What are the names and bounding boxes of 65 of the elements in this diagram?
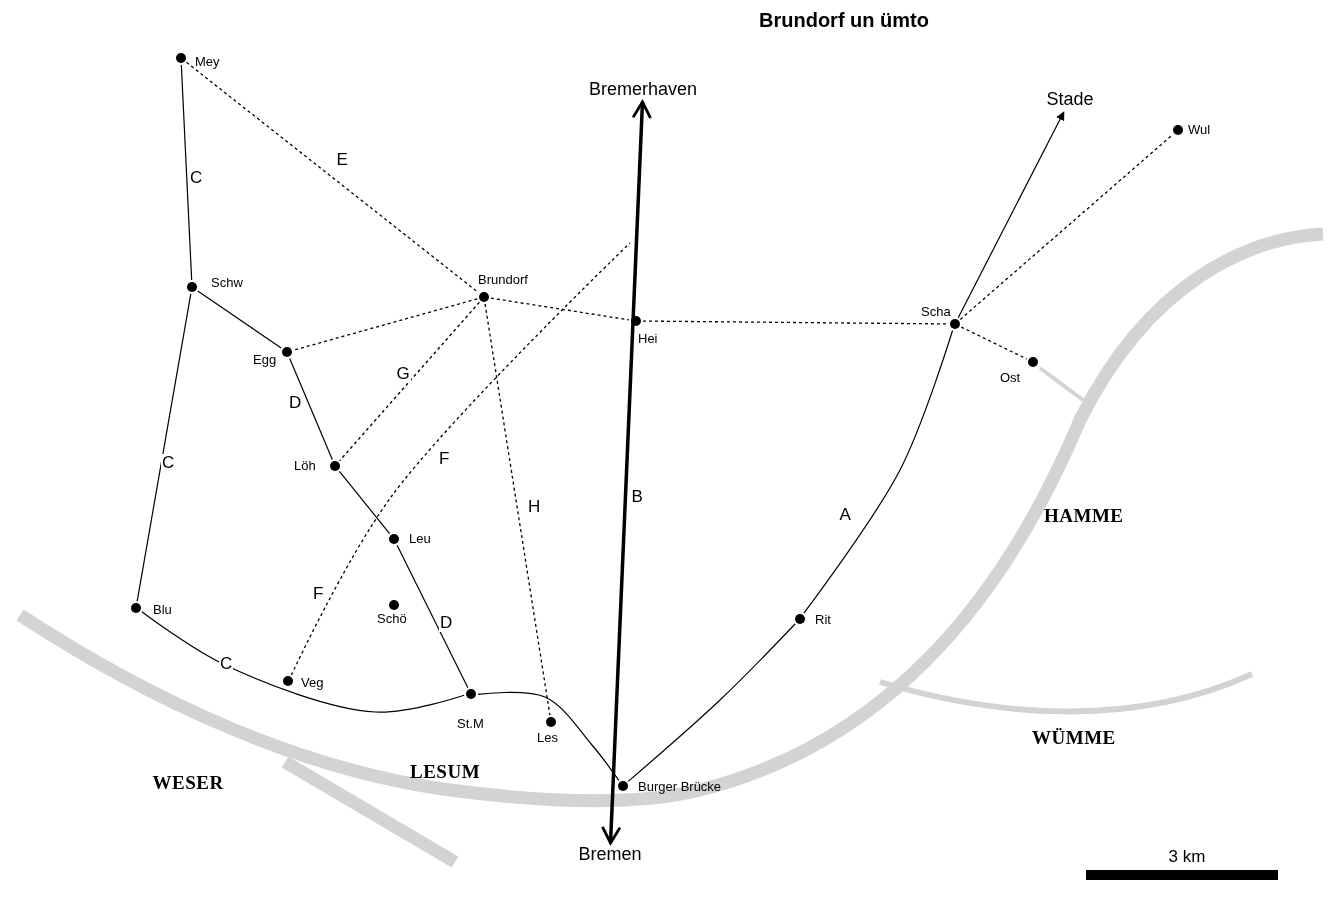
route-line (338, 470, 391, 535)
river-name: LESUM (410, 761, 481, 783)
destination-label: Bremerhaven (589, 80, 698, 100)
river-name: HAMME (1044, 505, 1124, 527)
place-label: Löh (294, 459, 316, 474)
location-dot (950, 319, 960, 329)
location-dot (131, 603, 141, 613)
destination-label: Stade (1046, 90, 1094, 110)
route-line (477, 691, 620, 781)
place-label: Leu (409, 532, 431, 547)
location-dot (389, 600, 399, 610)
route-line (180, 64, 193, 281)
location-dot (1028, 357, 1038, 367)
route-line (642, 320, 949, 325)
location-dot (187, 282, 197, 292)
route-line (197, 290, 282, 349)
place-label: Schw (211, 276, 243, 291)
river-name: WÜMME (1032, 727, 1116, 749)
location-dot (466, 689, 476, 699)
route-line (627, 623, 796, 782)
route-line (289, 357, 333, 461)
destination-label: Bremen (578, 845, 642, 865)
route-line (290, 242, 631, 676)
map-title: Brundorf un ümto (758, 9, 930, 32)
location-dot (795, 614, 805, 624)
location-dot (546, 717, 556, 727)
route-line (141, 611, 465, 713)
route-letter: D (439, 613, 454, 633)
route-letter: F (313, 584, 324, 604)
place-label: Les (537, 731, 558, 746)
location-dot (1173, 125, 1183, 135)
route-line (484, 303, 551, 716)
route-line (959, 133, 1174, 321)
place-label: Hei (638, 332, 658, 347)
location-dot (618, 781, 628, 791)
arrow (601, 100, 652, 845)
place-label: Mey (195, 55, 220, 70)
place-label: Blu (153, 603, 172, 618)
place-label: Schö (377, 612, 407, 627)
location-dot (283, 676, 293, 686)
scale-label: 3 km (1168, 847, 1206, 867)
place-label: Wul (1188, 123, 1211, 138)
route-line (960, 326, 1028, 360)
location-dot (330, 461, 340, 471)
route-line (396, 544, 469, 689)
arrow (957, 111, 1065, 319)
place-label: Veg (301, 676, 324, 691)
location-dot (479, 292, 489, 302)
place-label: Ost (1000, 371, 1021, 386)
location-dot (389, 534, 399, 544)
place-label: Scha (921, 305, 951, 320)
route-line (490, 297, 630, 321)
place-label: Brundorf (478, 273, 528, 288)
route-line (339, 301, 480, 462)
place-label: St.M (457, 717, 484, 732)
location-dot (176, 53, 186, 63)
route-line (803, 329, 954, 614)
river-name: WESER (152, 772, 224, 794)
route-letter: G (395, 364, 411, 384)
place-label: Egg (253, 353, 277, 368)
place-label: Rit (815, 613, 831, 628)
place-label: Burger Brücke (638, 780, 722, 795)
route-line (293, 298, 478, 351)
route-line (136, 293, 192, 602)
location-dot (282, 347, 292, 357)
